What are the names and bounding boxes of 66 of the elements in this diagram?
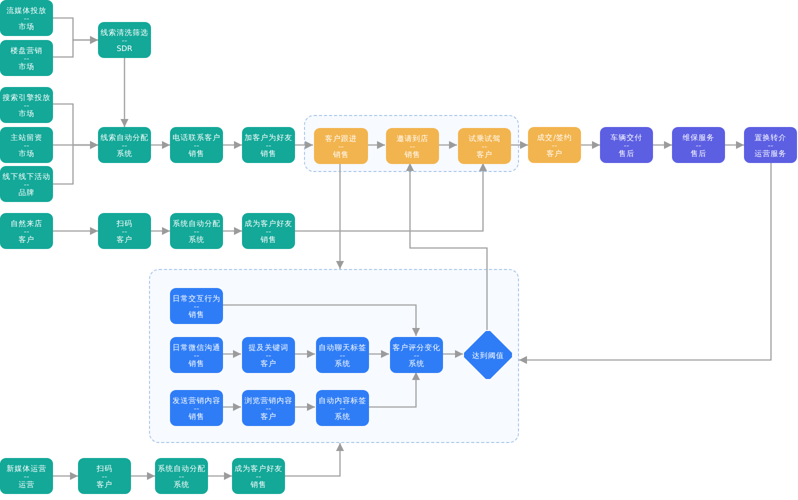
- process-box: [98, 213, 151, 249]
- arrow: [406, 163, 488, 330]
- process-box: [316, 390, 369, 426]
- process-box: [78, 458, 131, 494]
- arrow: [53, 472, 78, 480]
- arrow: [510, 141, 528, 149]
- arrow: [295, 163, 487, 232]
- process-box: [0, 213, 53, 249]
- process-box: [316, 337, 369, 373]
- process-box: [242, 337, 295, 373]
- process-box: [242, 390, 295, 426]
- process-box: [0, 87, 53, 123]
- arrow: [294, 350, 315, 358]
- arrow: [223, 141, 242, 149]
- process-box: [242, 213, 295, 249]
- arrow: [222, 403, 241, 411]
- arrow: [368, 372, 420, 408]
- arrow: [653, 141, 672, 149]
- process-box: [0, 40, 53, 76]
- process-box: [390, 337, 443, 373]
- arrow: [222, 350, 241, 358]
- arrow: [367, 141, 385, 149]
- arrow: [208, 472, 232, 480]
- arrow: [581, 141, 600, 149]
- arrow: [222, 304, 420, 336]
- dashed-panel: [149, 269, 519, 443]
- arrow: [295, 141, 313, 149]
- arrow: [120, 58, 128, 127]
- arrow: [285, 443, 344, 477]
- arrow: [53, 227, 98, 235]
- process-box: [242, 127, 295, 163]
- arrow: [336, 163, 344, 269]
- arrow: [53, 141, 98, 185]
- arrow: [223, 227, 242, 235]
- process-box: [314, 128, 368, 164]
- process-box: [170, 390, 223, 426]
- arrow: [151, 227, 170, 235]
- process-box: [232, 458, 285, 494]
- decision-diamond: [464, 331, 512, 379]
- dashed-panel: [304, 115, 519, 172]
- arrow: [53, 36, 98, 58]
- process-box: [0, 127, 53, 163]
- arrow: [368, 350, 389, 358]
- process-box: [0, 0, 53, 36]
- arrow: [725, 141, 744, 149]
- process-box: [170, 337, 223, 373]
- process-box: [170, 288, 223, 324]
- process-box: [744, 127, 797, 163]
- process-box: [98, 127, 151, 163]
- process-box: [528, 127, 581, 163]
- process-box: [0, 166, 53, 202]
- process-box: [98, 22, 151, 58]
- process-box: [0, 458, 53, 494]
- process-box: [386, 128, 439, 164]
- arrow: [442, 350, 463, 358]
- arrow: [294, 403, 315, 411]
- process-box: [155, 458, 208, 494]
- process-box: [170, 213, 223, 249]
- arrow: [151, 141, 170, 149]
- process-box: [672, 127, 725, 163]
- arrow: [519, 163, 772, 364]
- process-box: [600, 127, 653, 163]
- process-box: [170, 127, 223, 163]
- arrow: [438, 141, 457, 149]
- arrow: [131, 472, 155, 480]
- process-box: [458, 128, 511, 164]
